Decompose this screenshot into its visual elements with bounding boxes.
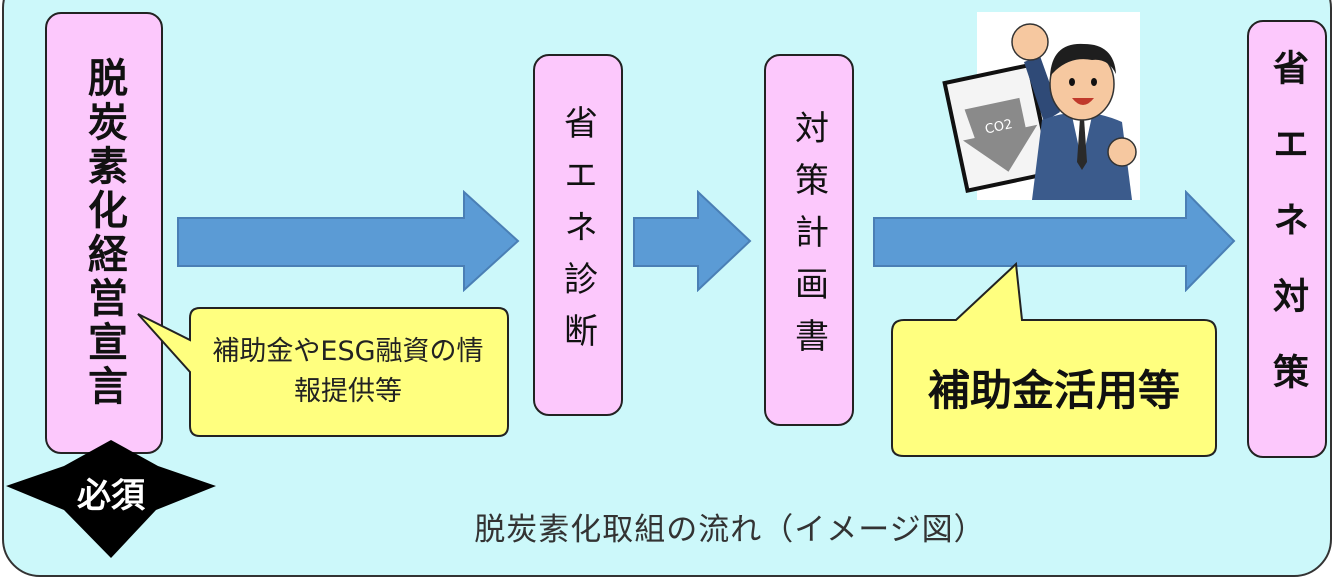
step-diagnosis-box: 省エネ診断 bbox=[533, 54, 623, 416]
step-plan-box: 対策計画書 bbox=[764, 54, 854, 426]
step-declaration-label: 脱炭素化経営宣言 bbox=[81, 57, 127, 409]
co2-label: CO2 bbox=[984, 117, 1014, 137]
step-declaration-box: 脱炭素化経営宣言 bbox=[45, 12, 163, 454]
step-plan-label: 対策計画書 bbox=[788, 110, 829, 370]
arrow-1 bbox=[177, 190, 520, 292]
step-diagnosis-label: 省エネ診断 bbox=[557, 105, 598, 365]
info-callout bbox=[137, 307, 509, 437]
info-callout-text: 補助金やESG融資の情報提供等 bbox=[212, 336, 484, 407]
arrow-2 bbox=[633, 190, 752, 292]
subsidy-callout-text: 補助金活用等 bbox=[927, 365, 1180, 415]
subsidy-callout bbox=[891, 261, 1217, 457]
mandatory-badge-label: 必須 bbox=[77, 475, 145, 516]
step-measures-box: 省エネ対策 bbox=[1247, 20, 1327, 458]
step-measures-label: 省エネ対策 bbox=[1267, 49, 1308, 429]
businessman-illustration: CO2 bbox=[942, 12, 1140, 200]
arrow-3 bbox=[873, 190, 1236, 292]
mandatory-badge bbox=[6, 440, 216, 558]
diagram-caption: 脱炭素化取組の流れ（イメージ図） bbox=[474, 511, 986, 548]
